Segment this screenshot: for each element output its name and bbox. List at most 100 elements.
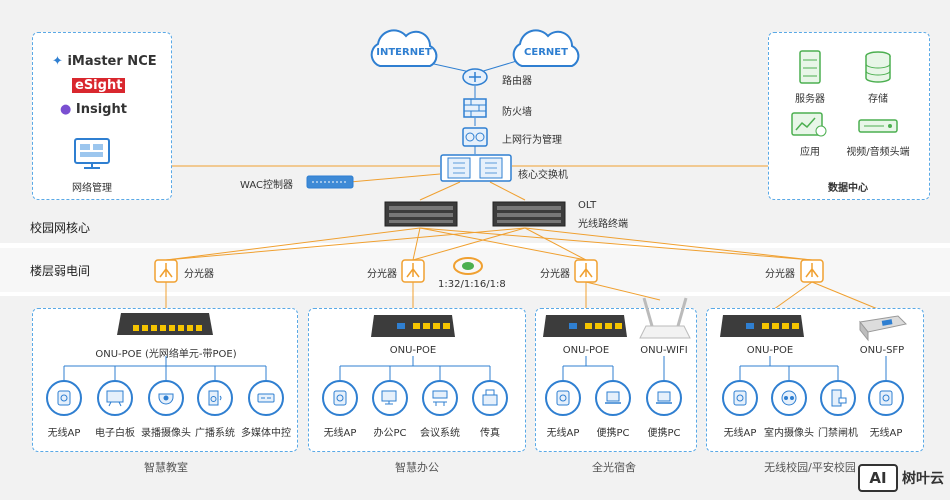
datacenter-video-label: 视频/音频头端 [846,147,910,158]
office-endpoint-1-label: 无线AP [323,428,357,439]
splitter-1-icon [154,259,178,283]
onu-wifi-dorm-icon [639,297,691,339]
datacenter-title: 数据中心 [828,183,868,194]
core-switch-icon [440,154,512,182]
behavior-mgmt-label: 上网行为管理 [502,135,562,146]
router-icon [462,68,488,86]
imaster-logo: ✦ iMaster NCE [52,54,157,69]
management-monitor-icon [74,138,110,169]
fiber-spool-icon [453,257,483,275]
campus-endpoint-2-label: 室内摄像头 [764,428,814,439]
cernet-cloud-icon [512,29,580,67]
office-endpoint-2-label: 办公PC [373,428,407,439]
classroom-endpoint-1-label: 无线AP [47,428,81,439]
onu-poe-office-icon [371,315,455,337]
wac-label: WAC控制器 [240,180,293,191]
firewall-icon [463,98,487,118]
campus-endpoint-4-label: 无线AP [869,428,903,439]
onu-poe-campus-icon [720,315,804,337]
office-endpoint-3-label: 会议系统 [420,428,460,439]
olt-device-2-icon [492,201,566,227]
onu-office-label: ONU-POE [389,345,437,356]
onu-poe-dorm-icon [543,315,627,337]
zone-classroom-title: 智慧教室 [144,461,188,474]
watermark-text: 树叶云 [902,471,944,487]
classroom-endpoint-2-label: 电子白板 [95,428,135,439]
dorm-endpoint-2-label: 便携PC [596,428,630,439]
watermark-badge: AI [858,464,898,492]
dorm-ap-icon [545,380,581,416]
classroom-endpoint-3-label: 录播摄像头 [141,428,191,439]
broadcast-speaker-icon [197,380,233,416]
onu-campus-sfp-label: ONU-SFP [859,345,905,356]
cernet-label: CERNET [524,47,568,58]
internet-cloud-icon [370,29,438,67]
logo-insight-text: Insight [75,102,127,117]
onu-campus-poe-label: ONU-POE [746,345,794,356]
splitter-4-label: 分光器 [765,269,795,280]
office-endpoint-4-label: 传真 [480,428,500,439]
access-gate-icon [820,380,856,416]
application-icon [791,112,827,137]
core-switch-label: 核心交换机 [518,170,568,181]
indoor-camera-icon [771,380,807,416]
section-floor-label: 楼层弱电间 [30,264,91,278]
dorm-laptop-2-icon [646,380,682,416]
splitter-3-label: 分光器 [540,269,570,280]
onu-sfp-campus-icon [859,315,908,342]
management-label: 网络管理 [72,183,112,194]
zone-campus-title: 无线校园/平安校园 [764,461,856,474]
firewall-label: 防火墙 [502,107,532,118]
network-management-box [32,32,172,200]
core-olt2-link [489,181,526,201]
conference-system-icon [422,380,458,416]
video-headend-icon [858,119,898,133]
cernet-link [479,59,521,73]
zone-office-title: 智慧办公 [395,461,439,474]
olt-device-1-icon [384,201,458,227]
logo-esight-text: eSight [72,78,126,93]
wac-link [349,173,441,183]
section-core-label: 校园网核心 [30,221,91,235]
onu-classroom-label: ONU-POE (光网络单元-带POE) [95,349,237,360]
splitter-2-icon [401,259,425,283]
fiber-lines [165,227,886,313]
dorm-laptop-1-icon [595,380,631,416]
onu-dorm-poe-label: ONU-POE [562,345,610,356]
wac-controller-icon [306,175,354,189]
splitter-3-icon [574,259,598,283]
behavior-mgmt-icon [462,127,488,147]
classroom-endpoint-4-label: 广播系统 [195,428,235,439]
whiteboard-icon [97,380,133,416]
classroom-ap-icon [46,380,82,416]
splitter-2-label: 分光器 [367,269,397,280]
storage-icon [865,51,891,83]
datacenter-server-label: 服务器 [795,94,825,105]
dorm-endpoint-3-label: 便携PC [647,428,681,439]
logo-imaster-text: iMaster NCE [67,54,157,69]
multimedia-control-icon [248,380,284,416]
olt-label: OLT [578,200,597,211]
onu-poe-classroom-icon [117,313,213,335]
campus-endpoint-1-label: 无线AP [723,428,757,439]
splitter-4-icon [800,259,824,283]
campus-ap-2-icon [868,380,904,416]
recording-camera-icon [148,380,184,416]
insight-logo: ● Insight [60,102,127,117]
watermark: AI 树叶云 [858,464,944,492]
split-ratio-label: 1:32/1:16/1:8 [438,279,506,290]
server-icon [799,50,821,84]
campus-ap-1-icon [722,380,758,416]
router-label: 路由器 [502,76,532,87]
esight-logo: eSight [72,78,126,93]
dorm-endpoint-1-label: 无线AP [546,428,580,439]
classroom-endpoint-5-label: 多媒体中控 [241,428,291,439]
datacenter-app-label: 应用 [800,147,820,158]
zone-dorm-title: 全光宿舍 [592,461,636,474]
onu-dorm-wifi-label: ONU-WIFI [640,345,688,356]
core-olt1-link [419,181,461,201]
campus-endpoint-3-label: 门禁闸机 [818,428,858,439]
olt-desc-label: 光线路终端 [578,219,628,230]
